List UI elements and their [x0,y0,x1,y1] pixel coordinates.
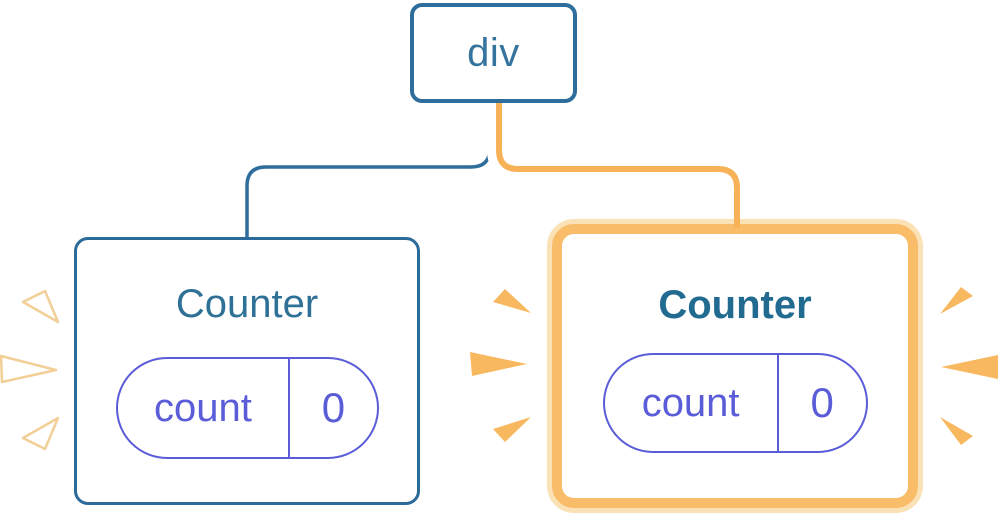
burst-orange-bottom-icon [493,417,531,442]
connector-highlight-core-stub [734,216,740,228]
counter-title: Counter [658,283,812,327]
state-value: 0 [321,384,346,431]
state-value: 0 [810,379,834,426]
tree-node-div-label: div [467,30,520,75]
state-pill: count 0 [602,353,868,453]
state-key-label: count [605,355,779,451]
counter-component-right-highlighted: Counter count 0 [552,224,918,508]
burst-orange-top-icon [493,289,531,313]
state-pill: count 0 [115,357,379,459]
burst-orange-bottom-icon [940,417,973,445]
burst-faded-top-icon [21,289,60,324]
connector-highlight-core [496,101,740,236]
burst-orange-top-icon [940,287,973,314]
connector-blue-left-child [245,101,492,240]
burst-faded-group [0,289,60,451]
burst-faded-bottom-icon [21,416,60,451]
burst-left-of-highlight-group [470,289,531,442]
counter-title: Counter [175,282,319,326]
burst-orange-middle-icon [941,355,998,379]
counter-component-left: Counter count 0 [74,237,420,505]
tree-node-div: div [410,3,577,103]
burst-right-of-highlight-group [940,287,998,445]
burst-orange-middle-icon [470,352,527,376]
state-key-label: count [118,359,291,457]
burst-faded-middle-icon [0,354,58,384]
